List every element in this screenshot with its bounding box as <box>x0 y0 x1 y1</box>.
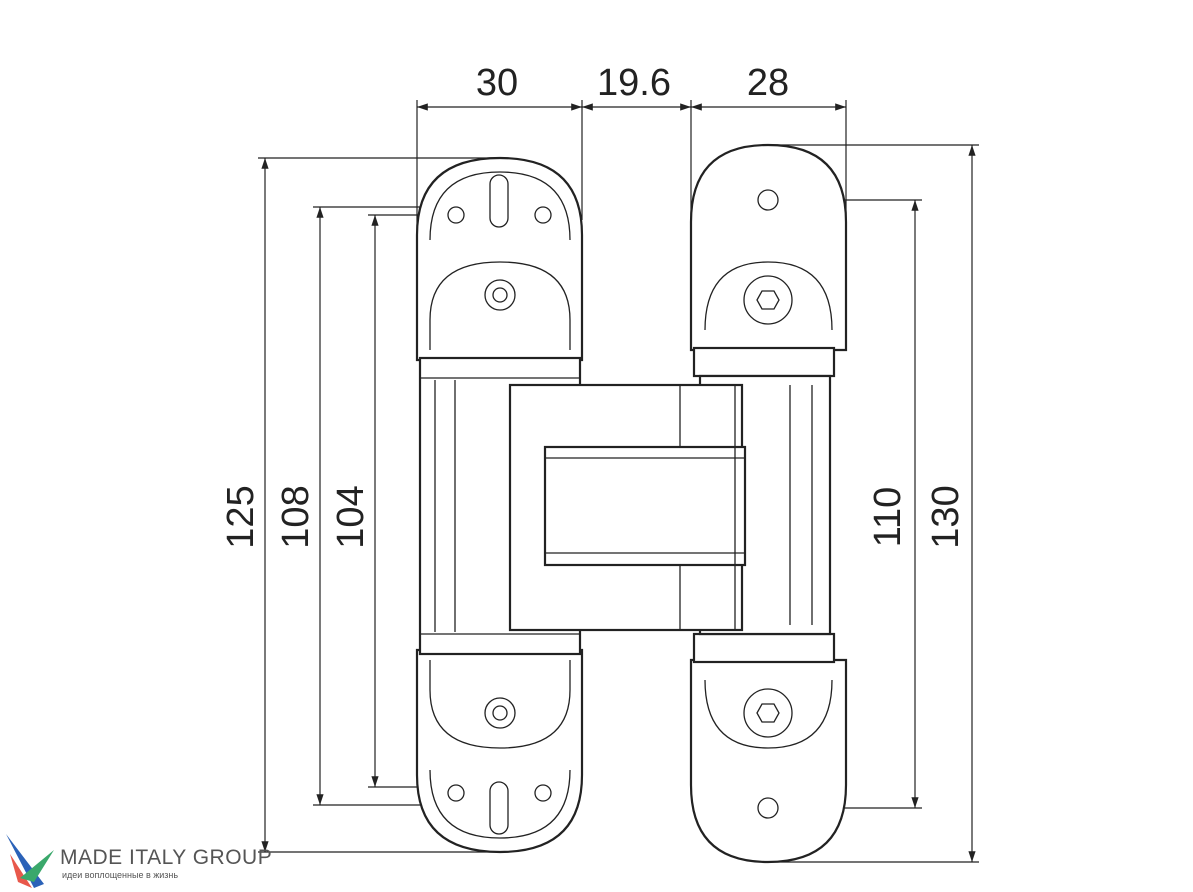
dimension-label: 28 <box>747 62 789 104</box>
dimension-height-104: 104 <box>330 214 490 788</box>
dimension-label: 130 <box>925 485 967 548</box>
dimension-label: 30 <box>476 62 518 104</box>
dimension-label: 110 <box>867 487 909 548</box>
dimension-gap: 19.6 <box>582 62 692 230</box>
dimension-label: 19.6 <box>597 62 671 104</box>
brand-logo: MADE ITALY GROUP идеи воплощенные в жизн… <box>4 832 304 890</box>
dimension-label: 125 <box>220 485 262 548</box>
logo-mark-icon <box>6 834 54 888</box>
dimension-label: 108 <box>275 485 317 548</box>
logo-title: MADE ITALY GROUP <box>60 846 273 869</box>
dimension-width-right: 28 <box>691 62 847 230</box>
logo-tagline: идеи воплощенные в жизнь <box>62 870 179 880</box>
hinge-central-body <box>508 383 747 632</box>
dimension-label: 104 <box>330 485 372 548</box>
dimension-height-125: 125 <box>220 157 500 853</box>
dimension-height-130: 130 <box>768 144 979 863</box>
dimension-height-108: 108 <box>275 206 455 806</box>
dimension-width-left: 30 <box>416 62 583 230</box>
